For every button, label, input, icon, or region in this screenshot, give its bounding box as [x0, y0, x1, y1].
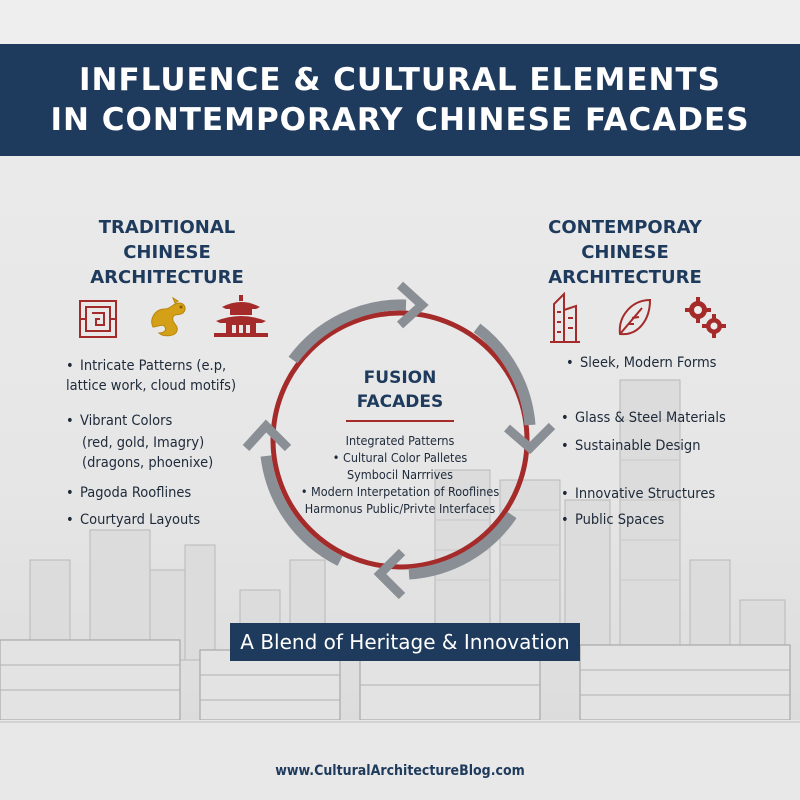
- fusion-title-line: FACADES: [356, 392, 444, 412]
- fusion-item: Harmonus Public/Privte Interfaces: [304, 501, 496, 516]
- traditional-bullet-text: Vibrant Colors: [80, 413, 173, 429]
- cycle-arrow-bottom: [408, 511, 517, 580]
- fusion-item: Modern Interpetation of Rooflines: [280, 483, 520, 500]
- contemporary-bullet: Sustainable Design: [561, 436, 701, 456]
- fusion-item: Cultural Color Palletes: [280, 449, 520, 466]
- traditional-title-line: TRADITIONAL: [98, 217, 236, 238]
- contemporary-bullet: Public Spaces: [561, 510, 664, 530]
- page-title-line-2: IN CONTEMPORARY CHINESE FACADES: [50, 102, 750, 138]
- fusion-title-line: FUSION: [363, 368, 437, 388]
- blend-banner: A Blend of Heritage & Innovation: [230, 623, 580, 661]
- traditional-bullet-text: Courtyard Layouts: [80, 512, 201, 528]
- cycle-arrowhead-left: [242, 419, 292, 452]
- fusion-item: Integrated Patterns: [345, 433, 455, 448]
- traditional-bullet-text: Intricate Patterns (e.p,: [80, 358, 227, 374]
- cycle-arrowhead-right: [504, 422, 556, 455]
- traditional-title-line: CHINESE: [123, 242, 211, 263]
- contemporary-bullet: Innovative Structures: [561, 484, 715, 504]
- cycle-arrow-top: [288, 299, 407, 364]
- traditional-bullet-text: lattice work, cloud motifs): [66, 378, 237, 394]
- cycle-arrow-left: [260, 455, 343, 566]
- fusion-title: FUSION FACADES: [330, 366, 470, 414]
- contemporary-title-line: CHINESE: [581, 242, 669, 263]
- contemporary-title-line: CONTEMPORAY: [548, 217, 702, 238]
- traditional-bullet: Pagoda Rooflines: [66, 483, 192, 503]
- title-banner: INFLUENCE & CULTURAL ELEMENTS IN CONTEMP…: [0, 44, 800, 156]
- traditional-bullet-text: (dragons, phoenixe): [82, 455, 214, 471]
- cycle-arrow-right: [473, 323, 536, 426]
- pagoda-icon: [214, 295, 268, 337]
- traditional-bullet: Courtyard Layouts: [66, 510, 201, 530]
- traditional-bullet: Vibrant Colors (red, gold, Imagry) (drag…: [66, 411, 214, 473]
- traditional-bullet-text: Pagoda Rooflines: [80, 485, 192, 501]
- traditional-title: TRADITIONAL CHINESE ARCHITECTURE: [52, 215, 282, 290]
- contemporary-bullet: Glass & Steel Materials: [561, 408, 726, 428]
- gears-icon: [685, 297, 726, 338]
- fusion-underline: [346, 420, 454, 422]
- fusion-items: Integrated Patterns Cultural Color Palle…: [280, 432, 520, 517]
- top-strip: [0, 0, 800, 44]
- traditional-bullet-text: (red, gold, Imagry): [82, 435, 205, 451]
- traditional-bullet: Intricate Patterns (e.p, lattice work, c…: [66, 356, 236, 396]
- page-title-line-1: INFLUENCE & CULTURAL ELEMENTS: [79, 62, 721, 98]
- contemporary-title-line: ARCHITECTURE: [548, 267, 702, 288]
- contemporary-bullet: Sleek, Modern Forms: [566, 353, 716, 373]
- skyscraper-icon: [550, 292, 580, 343]
- traditional-title-line: ARCHITECTURE: [90, 267, 244, 288]
- footer-url[interactable]: www.CulturalArchitectureBlog.com: [275, 763, 525, 779]
- cycle-arrowhead-bottom: [373, 548, 406, 600]
- fusion-item: Symbocil Narrrives: [346, 467, 454, 482]
- contemporary-title: CONTEMPORAY CHINESE ARCHITECTURE: [510, 215, 740, 290]
- lattice-pattern-icon: [79, 300, 117, 338]
- dragon-icon: [151, 297, 186, 337]
- cycle-arrowhead-top: [396, 281, 429, 329]
- leaf-icon: [618, 298, 652, 336]
